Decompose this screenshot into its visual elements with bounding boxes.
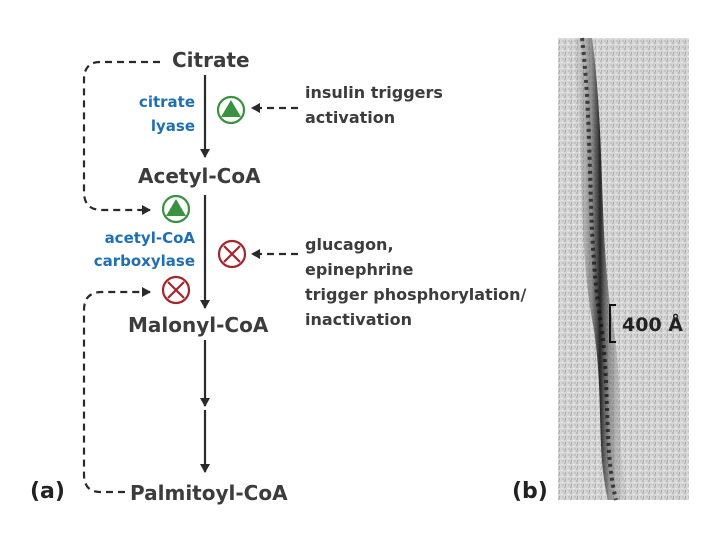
scale-bracket xyxy=(609,304,616,343)
glucagon-note-line-1: glucagon, xyxy=(305,235,394,254)
metabolite-palmitoyl-coa: Palmitoyl-CoA xyxy=(130,481,288,505)
metabolite-citrate: Citrate xyxy=(172,48,250,72)
activate-icon xyxy=(216,95,246,125)
metabolite-acetyl-coa: Acetyl-CoA xyxy=(138,164,261,188)
micrograph-filament xyxy=(572,38,628,500)
glucagon-note-line-4: inactivation xyxy=(305,310,412,329)
inhibit-icon xyxy=(217,239,247,269)
micrograph-filament-core xyxy=(580,37,618,501)
metabolite-malonyl-coa: Malonyl-CoA xyxy=(128,313,269,337)
regulatory-arrows xyxy=(82,60,298,494)
insulin-note-line-2: activation xyxy=(305,108,395,127)
glucagon-note-line-3: trigger phosphorylation/ xyxy=(305,285,527,304)
panel-label-b: (b) xyxy=(512,479,548,504)
enzyme-acetyl-coa-carboxylase-line-2: carboxylase xyxy=(94,252,195,270)
palmitoyl-coa-feedback-arrow xyxy=(82,287,151,494)
inhibit-icon xyxy=(161,275,191,305)
panel-label-a: (a) xyxy=(30,479,65,504)
enzyme-citrate-lyase-line-1: citrate xyxy=(139,93,195,111)
glucagon-note-line-2: epinephrine xyxy=(305,260,414,279)
enzyme-acetyl-coa-carboxylase-line-1: acetyl-CoA xyxy=(105,229,196,247)
citrate-feedforward-arrow xyxy=(82,60,160,215)
enzyme-citrate-lyase-line-2: lyase xyxy=(151,117,195,135)
scale-label: 400 Å xyxy=(622,312,683,336)
micrograph-background xyxy=(558,38,689,500)
insulin-note-line-1: insulin triggers xyxy=(305,83,443,102)
activate-icon xyxy=(161,194,191,224)
micrograph: 400 Å xyxy=(558,37,689,501)
